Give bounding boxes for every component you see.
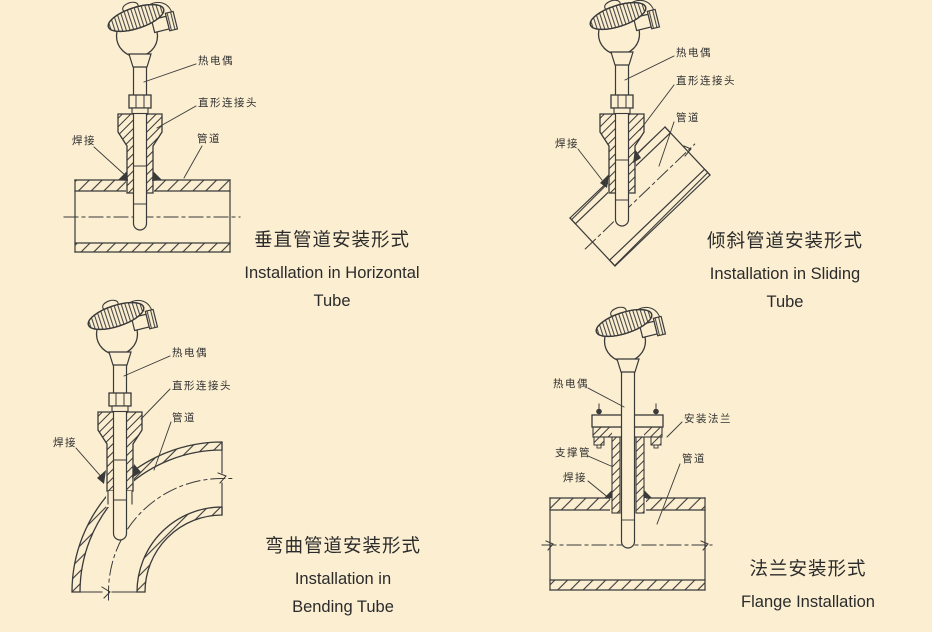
label-pipe: 管道 [172, 412, 196, 424]
caption-en-line1: Installation in Sliding [709, 265, 861, 283]
caption-en-line1: Installation in Horizontal [244, 264, 420, 282]
label-thermocouple: 热电偶 [553, 378, 589, 390]
caption-flange-installation: 法兰安装形式 Flange Installation [741, 555, 875, 616]
caption-en-line2: Bending Tube [292, 598, 394, 616]
label-pipe: 管道 [197, 133, 221, 145]
caption-sliding-tube: 倾斜管道安装形式 Installation in Sliding Tube [707, 227, 863, 316]
diagram-horizontal-tube [63, 0, 241, 253]
label-pipe: 管道 [682, 453, 706, 465]
label-straight-connector: 直形连接头 [172, 380, 232, 392]
label-weld: 焊接 [72, 135, 96, 147]
caption-zh: 倾斜管道安装形式 [706, 230, 864, 251]
label-pipe: 管道 [676, 112, 700, 124]
label-thermocouple: 热电偶 [198, 55, 234, 67]
diagram-flange-installation [541, 297, 713, 591]
label-weld: 焊接 [53, 437, 77, 449]
caption-en-line1: Flange Installation [741, 593, 875, 611]
label-thermocouple: 热电偶 [676, 47, 712, 59]
label-weld: 焊接 [563, 472, 587, 484]
label-weld: 焊接 [555, 138, 579, 150]
label-thermocouple: 热电偶 [172, 347, 208, 359]
caption-bending-tube: 弯曲管道安装形式 Installation in Bending Tube [265, 532, 421, 621]
caption-zh: 法兰安装形式 [749, 558, 867, 579]
diagram-sliding-tube [569, 0, 711, 267]
label-mounting-flange: 安装法兰 [684, 413, 732, 425]
caption-zh: 垂直管道安装形式 [253, 229, 410, 250]
caption-horizontal-tube: 垂直管道安装形式 Installation in Horizontal Tube [244, 226, 419, 315]
caption-zh: 弯曲管道安装形式 [264, 535, 422, 556]
label-straight-connector: 直形连接头 [676, 75, 736, 87]
caption-en-line1: Installation in [294, 570, 392, 588]
caption-en-line2: Tube [766, 293, 804, 311]
label-straight-connector: 直形连接头 [198, 97, 258, 109]
diagram-bending-tube [71, 290, 233, 601]
label-support-tube: 支撑管 [555, 447, 591, 459]
caption-en-line2: Tube [313, 292, 351, 310]
